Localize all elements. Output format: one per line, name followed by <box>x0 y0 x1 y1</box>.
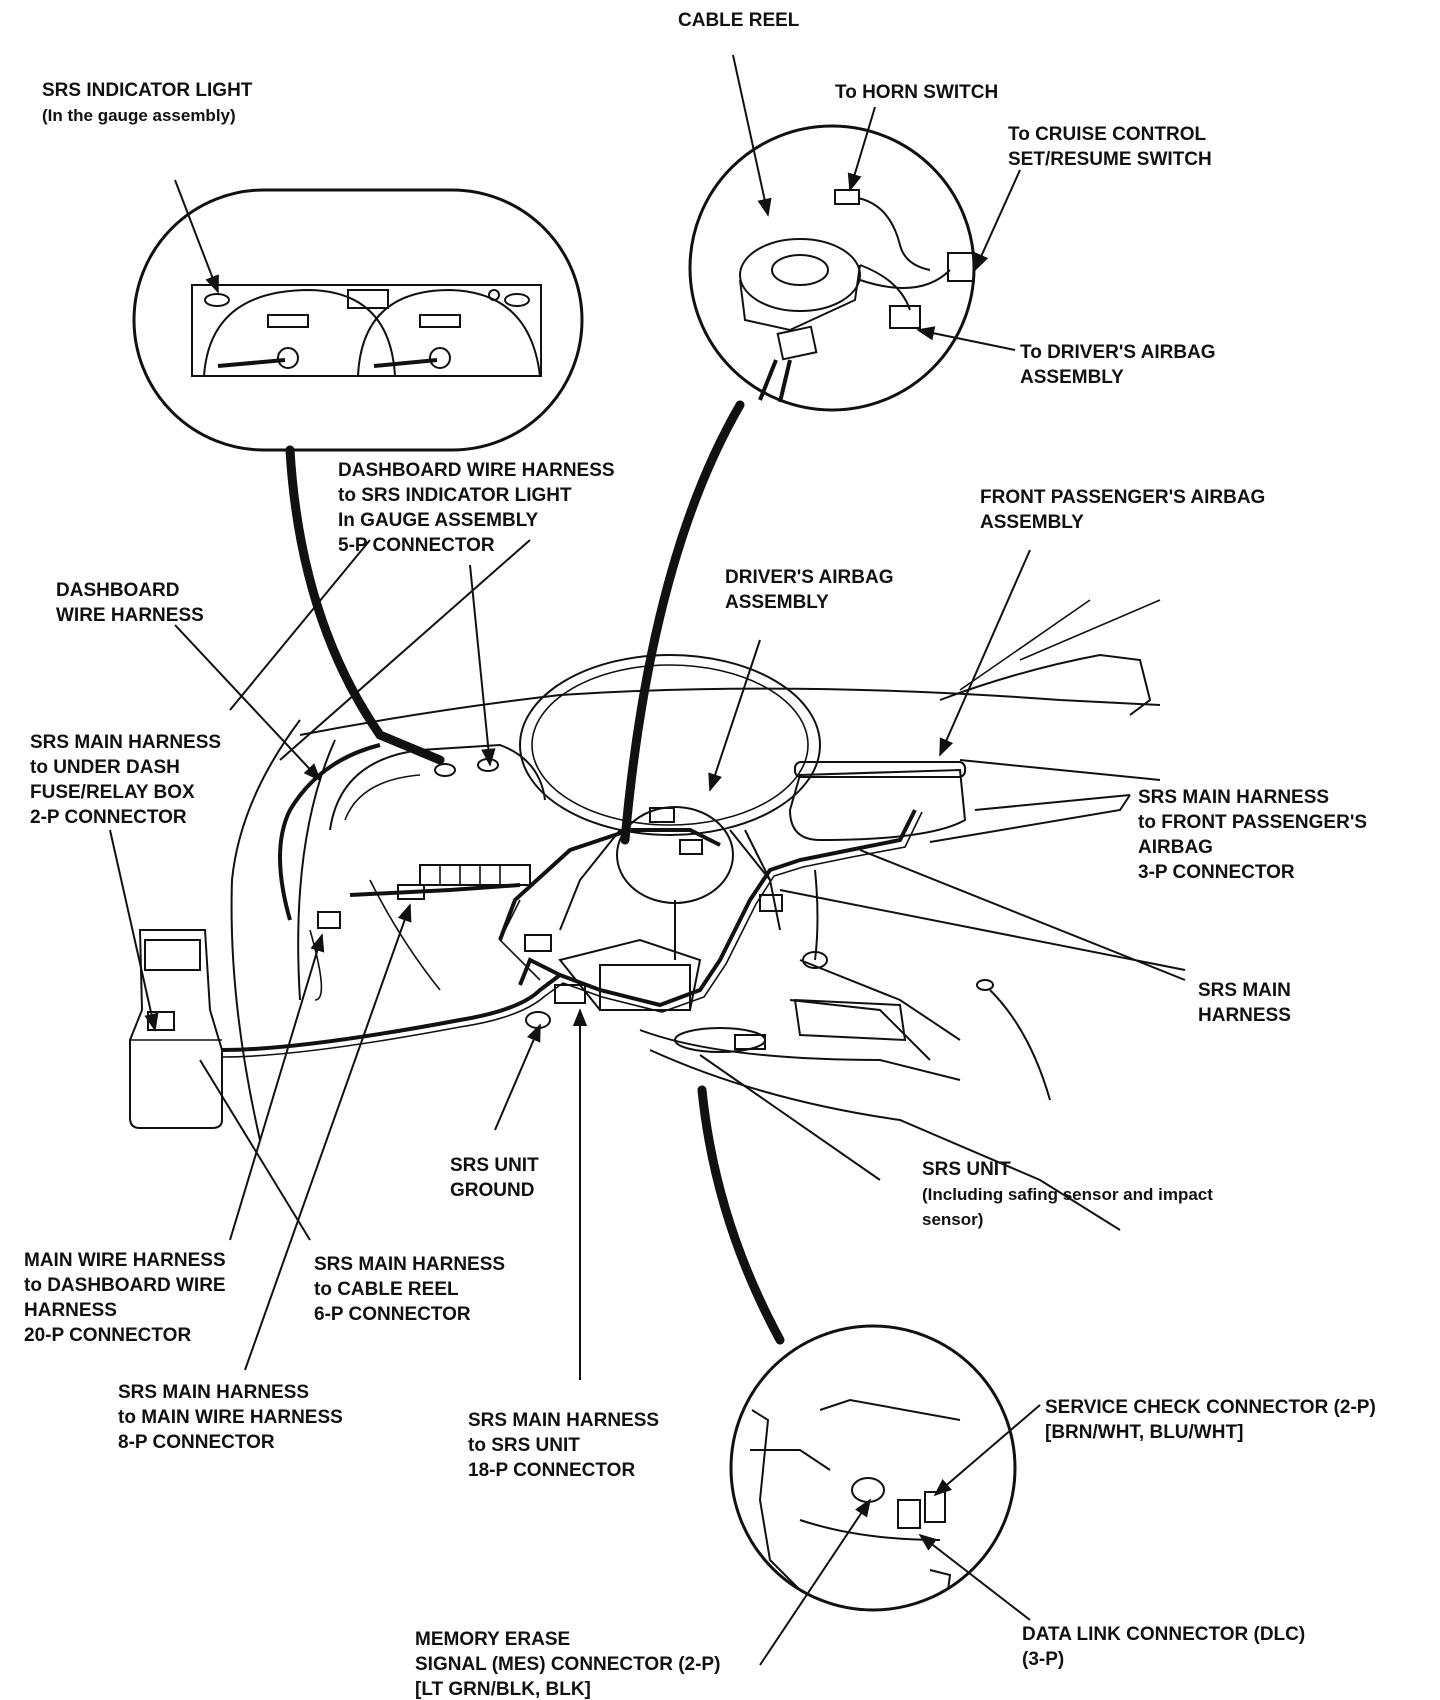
label-service-check-connector: SERVICE CHECK CONNECTOR (2-P) [BRN/WHT, … <box>1045 1397 1376 1443</box>
under-dash-inset <box>729 1324 1017 1612</box>
cruise-switch-connector-icon <box>947 252 975 282</box>
passenger-airbag-icon <box>788 768 967 842</box>
label-memory-erase-signal: MEMORY ERASE SIGNAL (MES) CONNECTOR (2-P… <box>415 1629 721 1700</box>
srs-harness <box>221 743 923 1058</box>
srs-indicator-lamp-icon <box>204 293 230 307</box>
handbrake-icon <box>989 989 1051 1101</box>
label-srs-under-dash: SRS MAIN HARNESS to UNDER DASH FUSE/RELA… <box>30 732 222 828</box>
driver-airbag-connector-icon <box>889 305 921 329</box>
label-horn-switch: To HORN SWITCH <box>835 82 999 103</box>
label-cable-reel: CABLE REEL <box>678 10 800 31</box>
label-dash-harness-indicator: DASHBOARD WIRE HARNESS to SRS INDICATOR … <box>338 460 615 556</box>
under-dash-inset-leader <box>697 1085 785 1345</box>
gauge-inset-leader <box>285 445 445 765</box>
label-driver-airbag-connector: To DRIVER'S AIRBAG ASSEMBLY <box>1020 342 1216 388</box>
srs-ground-terminal-icon <box>525 1011 551 1029</box>
dlc-connector-icon <box>897 1499 921 1529</box>
label-main-to-dashboard: MAIN WIRE HARNESS to DASHBOARD WIRE HARN… <box>24 1250 226 1346</box>
label-srs-to-unit: SRS MAIN HARNESS to SRS UNIT 18-P CONNEC… <box>468 1410 660 1481</box>
label-data-link-connector: DATA LINK CONNECTOR (DLC) (3-P) <box>1022 1624 1306 1670</box>
label-front-passenger-airbag: FRONT PASSENGER'S AIRBAG ASSEMBLY <box>980 487 1266 533</box>
label-srs-unit: SRS UNIT (Including safing sensor and im… <box>922 1159 1213 1229</box>
label-cruise-switch: To CRUISE CONTROL SET/RESUME SWITCH <box>1008 124 1212 170</box>
cable-reel-inset <box>688 124 976 412</box>
label-driver-airbag-assembly: DRIVER'S AIRBAG ASSEMBLY <box>725 567 894 613</box>
shift-lever-icon <box>802 951 828 969</box>
label-dashboard-wire-harness: DASHBOARD WIRE HARNESS <box>56 580 204 626</box>
label-srs-main-harness: SRS MAIN HARNESS <box>1198 980 1291 1026</box>
label-srs-front-passenger: SRS MAIN HARNESS to FRONT PASSENGER'S AI… <box>1138 787 1368 883</box>
steering-wheel-icon <box>519 654 821 836</box>
label-srs-indicator-light: SRS INDICATOR LIGHT (In the gauge assemb… <box>42 80 253 125</box>
label-srs-cable-reel: SRS MAIN HARNESS to CABLE REEL 6-P CONNE… <box>314 1254 506 1325</box>
horn-switch-connector-icon <box>834 189 860 205</box>
leader-lines <box>109 54 1186 1666</box>
gauge-inset <box>132 188 584 452</box>
label-srs-main-wire: SRS MAIN HARNESS to MAIN WIRE HARNESS 8-… <box>118 1382 343 1453</box>
fuse-relay-box-icon <box>129 929 223 1129</box>
cable-reel-inset-leader <box>620 400 745 845</box>
label-srs-unit-ground: SRS UNIT GROUND <box>450 1155 539 1201</box>
srs-unit-icon <box>599 964 691 1011</box>
dashboard-drawing <box>129 599 1161 1231</box>
